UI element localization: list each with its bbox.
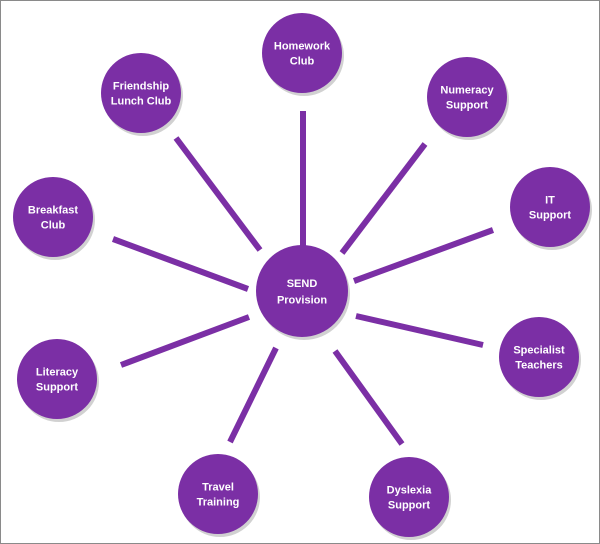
- node-label-breakfast-club-line-1: Breakfast: [28, 205, 78, 217]
- hub-label-line-1: SEND: [287, 278, 318, 290]
- node-circle: [427, 57, 507, 137]
- spoke-breakfast-club: [111, 236, 250, 292]
- node-label-travel-training-line-1: Travel: [202, 482, 234, 494]
- spoke-it-support: [352, 227, 495, 284]
- hub-circle: [256, 245, 348, 337]
- hub-send-provision: SEND Provision: [256, 245, 350, 340]
- node-label-specialist-teachers-line-2: Teachers: [515, 359, 563, 371]
- node-label-dyslexia-support-line-2: Support: [388, 499, 430, 511]
- node-label-it-support-line-2: Support: [529, 209, 571, 221]
- nodes: HomeworkClubNumeracySupportITSupportSpec…: [13, 13, 592, 540]
- node-label-specialist-teachers-line-1: Specialist: [513, 345, 565, 357]
- hub-label-line-2: Provision: [277, 294, 327, 306]
- node-label-numeracy-support-line-2: Support: [446, 99, 488, 111]
- node-circle: [13, 177, 93, 257]
- node-circle: [17, 339, 97, 419]
- node-circle: [499, 317, 579, 397]
- node-label-friendship-lunch-club-line-1: Friendship: [113, 81, 170, 93]
- node-circle: [101, 53, 181, 133]
- node-circle: [178, 454, 258, 534]
- node-label-literacy-support-line-2: Support: [36, 381, 78, 393]
- node-circle: [262, 13, 342, 93]
- hub: SEND Provision: [256, 245, 350, 340]
- node-label-it-support-line-1: IT: [545, 195, 555, 207]
- node-label-numeracy-support-line-1: Numeracy: [440, 85, 494, 97]
- node-it-support: IT Support: [510, 167, 592, 250]
- node-label-homework-club-line-2: Club: [290, 55, 315, 67]
- node-label-homework-club-line-1: Homework: [274, 41, 331, 53]
- node-label-friendship-lunch-club-line-2: Lunch Club: [111, 95, 172, 107]
- node-label-dyslexia-support-line-1: Dyslexia: [387, 485, 433, 497]
- spoke-numeracy-support: [339, 142, 428, 255]
- node-circle: [369, 457, 449, 537]
- spoke-travel-training: [227, 346, 279, 444]
- spoke-specialist-teachers: [355, 313, 484, 348]
- spoke-friendship-lunch-club: [173, 136, 263, 252]
- node-label-breakfast-club-line-2: Club: [41, 219, 66, 231]
- spoke-dyslexia-support: [332, 349, 405, 446]
- node-circle: [510, 167, 590, 247]
- node-label-literacy-support-line-1: Literacy: [36, 367, 79, 379]
- node-label-travel-training-line-2: Training: [197, 496, 240, 508]
- spokes: [111, 111, 495, 446]
- spoke-literacy-support: [119, 314, 251, 368]
